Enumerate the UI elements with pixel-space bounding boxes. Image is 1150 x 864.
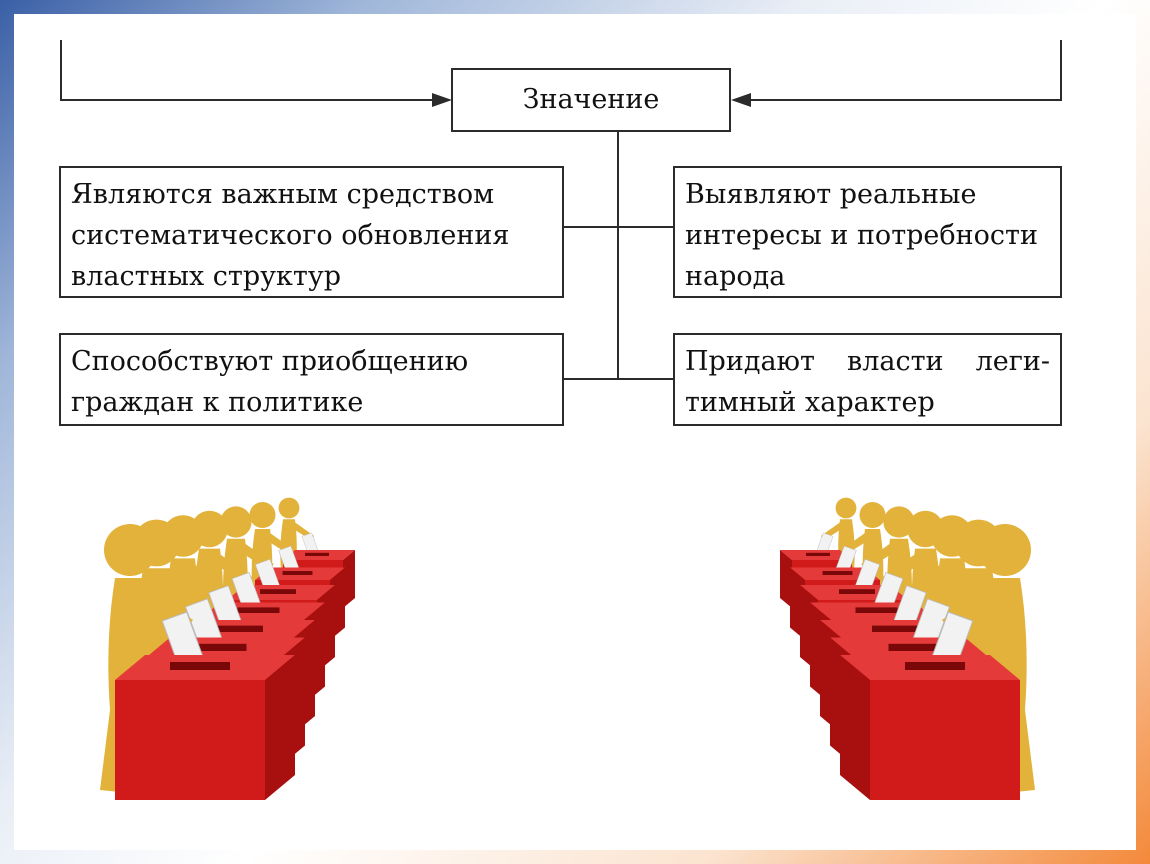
right-bracket-line	[742, 40, 1062, 101]
box-top-right-line-2: интересы и потребности	[685, 220, 1038, 251]
box-top-right-line-3: народа	[685, 261, 786, 292]
voters-right-illustration	[780, 497, 1035, 800]
title-text: Значение	[522, 84, 660, 115]
voter-figure	[840, 524, 1035, 800]
box-top-left: Являются важным средством систематическо…	[59, 166, 564, 298]
voter-figure	[100, 524, 295, 800]
voters-left-illustration	[100, 497, 355, 800]
box-bottom-right-line-2: тимный характер	[685, 387, 935, 418]
box-top-left-line-1: Являются важным средством	[71, 179, 495, 210]
arrow-right-icon	[432, 93, 452, 107]
box-top-right: Выявляют реальные интересы и потребности…	[673, 166, 1062, 298]
box-bottom-left: Способствуют приобщению граждан к полити…	[59, 333, 564, 426]
box-top-right-line-1: Выявляют реальные	[685, 179, 977, 210]
box-bottom-left-line-2: граждан к политике	[71, 387, 364, 418]
arrow-left-icon	[731, 93, 751, 107]
box-bottom-right-line-1: Придают власти леги-	[685, 346, 1050, 377]
box-bottom-right: Придают власти леги- тимный характер	[673, 333, 1062, 426]
box-top-left-line-2: систематического обновления	[71, 220, 510, 251]
box-top-left-line-3: властных структур	[71, 261, 342, 292]
left-bracket-line	[60, 40, 442, 101]
box-bottom-left-line-1: Способствуют приобщению	[71, 346, 469, 377]
title-box: Значение	[451, 68, 731, 132]
